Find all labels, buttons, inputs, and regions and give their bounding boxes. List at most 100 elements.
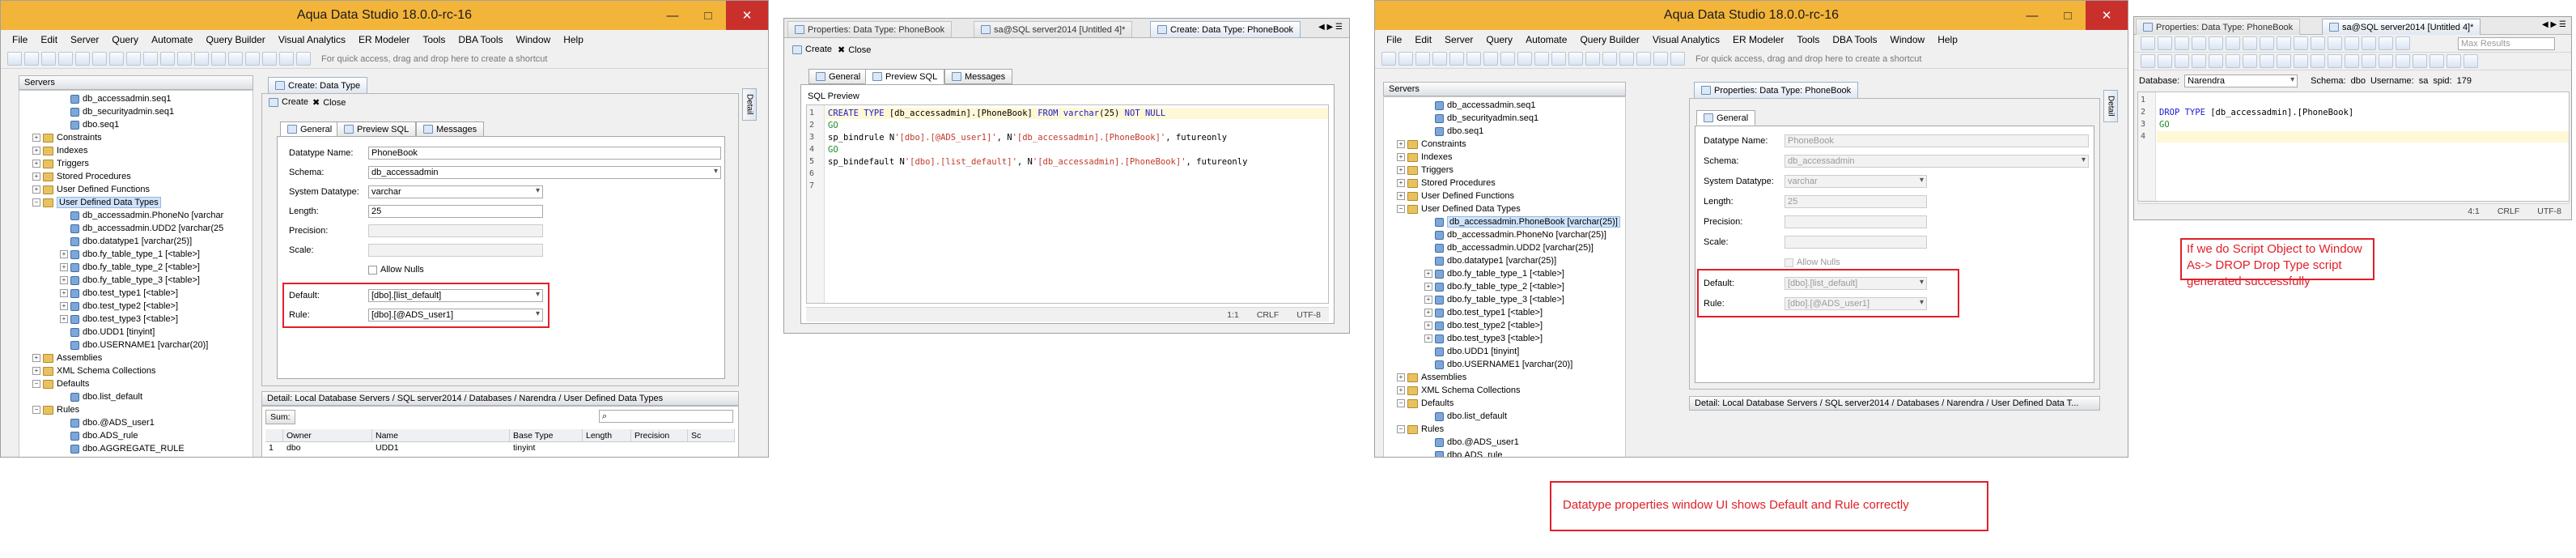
toolbar-button-icon[interactable] (2430, 54, 2444, 68)
toolbar-button-icon[interactable] (2311, 36, 2325, 50)
tree-item[interactable]: dbo.seq1 (60, 118, 119, 131)
toolbar-button-icon[interactable] (2141, 54, 2155, 68)
tree-folder[interactable]: +Triggers (32, 157, 89, 170)
toolbar-button-icon[interactable] (2158, 54, 2172, 68)
subtab-preview-sql[interactable]: Preview SQL (865, 69, 945, 84)
tree-item[interactable]: +dbo.fy_table_type_3 [<table>] (60, 274, 200, 287)
tree-item[interactable]: dbo.list_default (60, 390, 142, 403)
toolbar-button-icon[interactable] (1670, 52, 1685, 66)
create-action[interactable]: Create (792, 45, 832, 54)
toolbar-button-icon[interactable] (1432, 52, 1447, 66)
toolbar-button-icon[interactable] (160, 52, 175, 66)
toolbar-button-icon[interactable] (143, 52, 158, 66)
rule-select[interactable]: [dbo].[@ADS_user1] (368, 309, 543, 322)
toolbar-button-icon[interactable] (2345, 54, 2359, 68)
grid-column-header[interactable]: Length (583, 429, 631, 441)
menu-automate[interactable]: Automate (1526, 34, 1568, 45)
length-input[interactable]: 25 (1785, 195, 1927, 208)
toolbar-button-icon[interactable] (262, 52, 277, 66)
expand-icon[interactable]: + (1397, 179, 1405, 187)
toolbar-button-icon[interactable] (2175, 54, 2189, 68)
menu-file[interactable]: File (12, 34, 28, 45)
grid-column-header[interactable]: Base Type (510, 429, 583, 441)
menu-query-builder[interactable]: Query Builder (206, 34, 265, 45)
collapse-icon[interactable]: − (1397, 399, 1405, 407)
subtab-general[interactable]: General (280, 121, 340, 137)
tree-folder[interactable]: −User Defined Data Types (32, 196, 161, 209)
tree-item[interactable]: +dbo.fy_table_type_1 [<table>] (1424, 267, 1564, 280)
expand-icon[interactable]: + (1397, 386, 1405, 394)
datatype-name-input[interactable]: PhoneBook (1785, 134, 2089, 147)
scale-input[interactable] (368, 244, 543, 257)
menu-edit[interactable]: Edit (40, 34, 58, 45)
tree-item[interactable]: +dbo.test_type2 [<table>] (1424, 319, 1543, 332)
toolbar-button-icon[interactable] (2277, 54, 2291, 68)
toolbar-button-icon[interactable] (228, 52, 243, 66)
tree-item[interactable]: dbo.UDD1 [tinyint] (60, 326, 155, 339)
maximize-button[interactable]: □ (2064, 8, 2072, 23)
tree-item[interactable]: dbo.list_default (1424, 410, 1507, 423)
expand-icon[interactable]: + (32, 160, 40, 168)
expand-icon[interactable]: + (32, 134, 40, 142)
toolbar-button-icon[interactable] (2158, 36, 2172, 50)
close-button[interactable]: ✕ (726, 1, 768, 30)
tree-item[interactable]: db_accessadmin.UDD2 [varchar(25)] (1424, 241, 1594, 254)
tree-folder[interactable]: +Stored Procedures (32, 170, 131, 183)
toolbar-button-icon[interactable] (2192, 36, 2206, 50)
menu-visual-analytics[interactable]: Visual Analytics (1652, 34, 1720, 45)
tab-nav-arrows[interactable]: ◀ ▶ ☰ (1318, 23, 1343, 32)
tree-item[interactable]: dbo.@ADS_user1 (60, 416, 155, 429)
expand-icon[interactable]: + (32, 354, 40, 362)
expand-icon[interactable]: + (32, 185, 40, 194)
menu-er-modeler[interactable]: ER Modeler (358, 34, 410, 45)
toolbar-button-icon[interactable] (2192, 54, 2206, 68)
tree-folder[interactable]: +Assemblies (32, 351, 102, 364)
subtab-messages[interactable]: Messages (416, 121, 485, 137)
toolbar-button-icon[interactable] (2226, 54, 2240, 68)
toolbar-button-icon[interactable] (2396, 54, 2410, 68)
menu-edit[interactable]: Edit (1415, 34, 1432, 45)
tree-folder[interactable]: +Indexes (1397, 151, 1453, 164)
tree-item[interactable]: dbo.USERNAME1 [varchar(20)] (60, 339, 208, 351)
tree-folder[interactable]: −User Defined Data Types (1397, 202, 1521, 215)
expand-icon[interactable]: + (1397, 373, 1405, 381)
subtab-general[interactable]: General (1696, 110, 1756, 126)
toolbar-button-icon[interactable] (126, 52, 141, 66)
close-action[interactable]: ✖ Close (312, 97, 346, 109)
toolbar-button-icon[interactable] (24, 52, 39, 66)
tree-folder[interactable]: +Indexes (32, 144, 88, 157)
schema-select[interactable]: db_accessadmin (1785, 155, 2089, 168)
toolbar-button-icon[interactable] (1534, 52, 1549, 66)
detail-side-tab[interactable]: Detail (742, 88, 757, 121)
toolbar-button-icon[interactable] (2294, 36, 2308, 50)
toolbar-button-icon[interactable] (2226, 36, 2240, 50)
collapse-icon[interactable]: − (1397, 425, 1405, 433)
menu-help[interactable]: Help (563, 34, 584, 45)
precision-input[interactable] (368, 224, 543, 237)
tree-item[interactable]: db_accessadmin.seq1 (1424, 99, 1535, 112)
allow-nulls-checkbox[interactable]: Allow Nulls (368, 265, 424, 275)
tree-item[interactable]: +dbo.test_type1 [<table>] (1424, 306, 1543, 319)
toolbar-button-icon[interactable] (211, 52, 226, 66)
collapse-icon[interactable]: − (32, 198, 40, 207)
expand-icon[interactable]: + (1397, 192, 1405, 200)
toolbar-button-icon[interactable] (7, 52, 22, 66)
menu-window[interactable]: Window (516, 34, 551, 45)
menu-query-builder[interactable]: Query Builder (1580, 34, 1640, 45)
tree-item[interactable]: +dbo.test_type1 [<table>] (60, 287, 178, 300)
close-action[interactable]: ✖Close (838, 45, 872, 56)
tree-item[interactable]: dbo.USERNAME1 [varchar(20)] (1424, 358, 1572, 371)
tab-properties-phonebook[interactable]: Properties: Data Type: PhoneBook (2136, 19, 2301, 35)
menu-dba-tools[interactable]: DBA Tools (1832, 34, 1878, 45)
expand-icon[interactable]: + (1424, 334, 1432, 343)
toolbar-button-icon[interactable] (1602, 52, 1617, 66)
collapse-icon[interactable]: − (32, 406, 40, 414)
toolbar-button-icon[interactable] (1551, 52, 1566, 66)
toolbar-button-icon[interactable] (177, 52, 192, 66)
scale-input[interactable] (1785, 236, 1927, 249)
tree-item[interactable]: db_accessadmin.PhoneNo [varchar(25)] (1424, 228, 1606, 241)
toolbar-button-icon[interactable] (2328, 54, 2342, 68)
tab-properties-phonebook[interactable]: Properties: Data Type: PhoneBook (1694, 82, 1859, 98)
tree-item[interactable]: db_securityadmin.seq1 (1424, 112, 1538, 125)
toolbar-button-icon[interactable] (2294, 54, 2308, 68)
